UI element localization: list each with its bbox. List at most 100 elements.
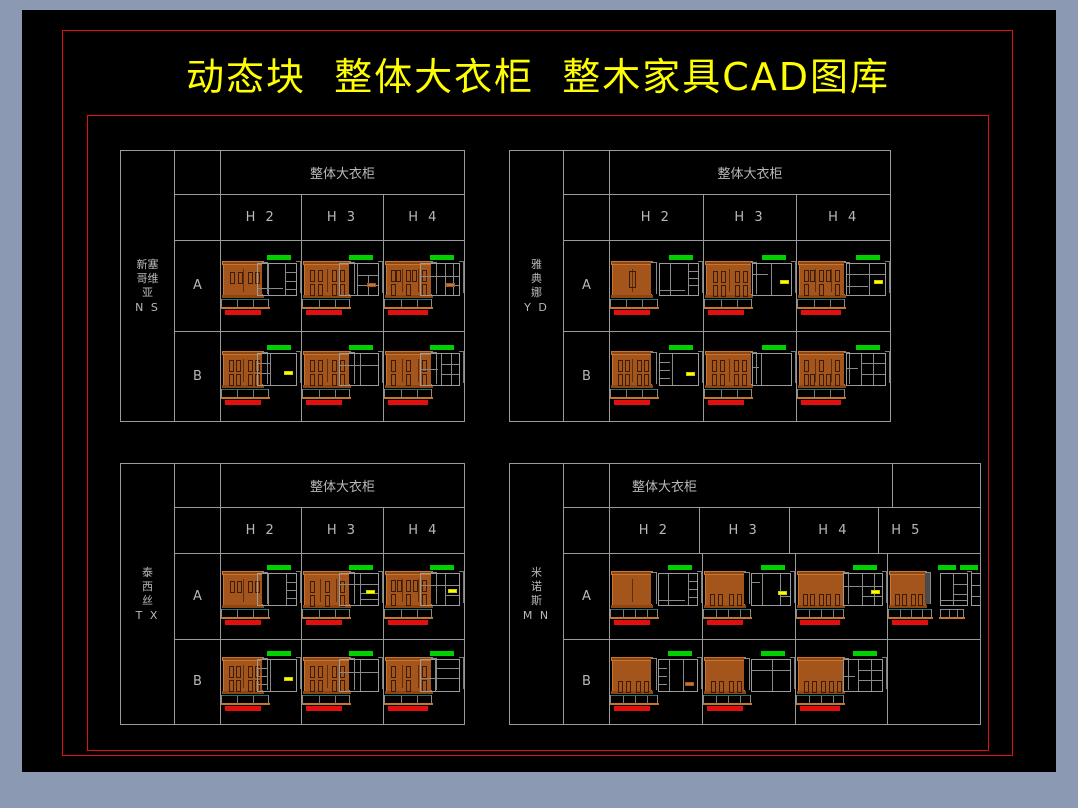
brand-code: M N <box>522 608 551 622</box>
brand-line: 娜 <box>531 285 542 299</box>
table-row-a-tx <box>221 554 464 640</box>
row-label-column-mn: A B <box>564 464 610 724</box>
wardrobe-cell-b-h3[interactable] <box>302 639 384 724</box>
span-header-row-tx: 整体大衣柜 <box>221 464 464 508</box>
plan-view <box>610 609 659 620</box>
red-dimension-tag <box>707 400 744 406</box>
plan-view <box>383 609 433 620</box>
wardrobe-cell-a-h2[interactable] <box>610 554 703 639</box>
wardrobe-cell-a-h2[interactable] <box>221 241 303 331</box>
interior-layout-view <box>752 260 797 296</box>
interior-layout-view <box>658 260 703 296</box>
table-mn: 米 诺 斯 M N A B 整体大衣柜 H 2 H 3 H 4 H 5 <box>509 463 981 725</box>
wardrobe-cell-a-h4[interactable] <box>383 241 464 331</box>
plan-view <box>795 694 845 705</box>
brand-line: 丝 <box>141 593 153 607</box>
green-tag <box>348 565 373 571</box>
green-tag <box>668 345 693 351</box>
wardrobe-cell-a-h2[interactable] <box>610 241 704 331</box>
table-row-b-ns <box>221 331 464 422</box>
grid-yd: 整体大衣柜 H 2 H 3 H 4 <box>610 151 891 422</box>
brand-cell-ns: 新塞 哥维 亚 N S <box>121 151 175 421</box>
column-header-h2: H 2 <box>610 508 700 553</box>
plan-view <box>610 389 659 400</box>
green-tag <box>429 254 454 260</box>
row-label-a: A <box>175 554 220 640</box>
grid-tx: 整体大衣柜 H 2 H 3 H 4 <box>221 464 464 724</box>
wardrobe-cell-b-h3[interactable] <box>702 639 796 724</box>
green-tag <box>853 650 878 656</box>
table-row-b-yd <box>610 331 891 422</box>
table-row-a-yd <box>610 241 891 332</box>
wardrobe-cell-a-h3[interactable] <box>702 554 796 639</box>
interior-layout-view <box>419 656 464 692</box>
wardrobe-cell-a-h3[interactable] <box>703 241 798 331</box>
wardrobe-cell-b-h4[interactable] <box>795 639 889 724</box>
green-tag <box>853 565 878 571</box>
interior-layout-view <box>419 351 464 387</box>
interior-layout-view <box>419 260 464 296</box>
brand-code: Y D <box>524 300 549 314</box>
green-tag <box>762 254 787 260</box>
green-tag <box>856 254 881 260</box>
column-header-row-mn: H 2 H 3 H 4 H 5 <box>610 508 980 554</box>
interior-layout-view <box>750 656 795 692</box>
wardrobe-cell-b-h3[interactable] <box>703 331 798 421</box>
interior-layout-view <box>752 351 797 387</box>
interior-layout-view <box>846 351 891 387</box>
plan-view <box>702 694 752 705</box>
green-tag <box>762 345 787 351</box>
outer-border-frame <box>62 30 1013 756</box>
elevation-view <box>303 656 356 694</box>
red-dimension-tag <box>706 620 743 626</box>
row-label-column-ns: A B <box>175 151 221 421</box>
green-tag <box>348 345 373 351</box>
elevation-view <box>796 656 849 694</box>
column-header-row-yd: H 2 H 3 H 4 <box>610 195 890 241</box>
wardrobe-cell-a-h4[interactable] <box>795 554 889 639</box>
elevation-view <box>611 260 657 298</box>
red-dimension-tag <box>707 309 744 315</box>
brand-line: 诺 <box>531 579 542 593</box>
cad-drawing-sheet: 动态块 整体大衣柜 整木家具CAD图库 新塞 哥维 亚 N S A B 整体大衣… <box>22 10 1056 772</box>
plan-view <box>221 389 270 400</box>
plan-view <box>797 389 847 400</box>
span-header-label: 整体大衣柜 <box>309 480 375 495</box>
wardrobe-cell-b-h2[interactable] <box>221 331 303 421</box>
table-row-a-ns <box>221 241 464 332</box>
row-label-b: B <box>193 674 202 690</box>
wardrobe-cell-b-h4[interactable] <box>383 332 464 422</box>
span-header-label: 整体大衣柜 <box>632 480 698 495</box>
wardrobe-cell-b-h4[interactable] <box>797 332 891 422</box>
wardrobe-cell-b-h2[interactable] <box>610 331 704 421</box>
column-header-h3: H 3 <box>302 195 384 240</box>
green-tag <box>960 565 978 571</box>
column-header-h5: H 5 <box>891 523 923 538</box>
row-label-b: B <box>582 368 591 384</box>
interior-layout-view <box>338 656 383 692</box>
wardrobe-cell-b-h2[interactable] <box>221 639 303 724</box>
wardrobe-cell-a-h2[interactable] <box>221 554 303 639</box>
plan-view <box>610 298 659 309</box>
red-dimension-tag <box>892 620 929 626</box>
wardrobe-cell-a-h3[interactable] <box>302 241 384 331</box>
elevation-view <box>222 351 268 389</box>
wardrobe-cell-b-h2[interactable] <box>610 639 703 724</box>
green-tag <box>760 650 785 656</box>
interior-layout-view <box>658 351 703 387</box>
wardrobe-cell-a-h4[interactable] <box>797 241 891 331</box>
wardrobe-cell-a-h5[interactable] <box>888 554 980 639</box>
elevation-view <box>384 656 437 694</box>
wardrobe-cell-b-h4[interactable] <box>383 640 464 725</box>
wardrobe-cell-b-h3[interactable] <box>302 331 384 421</box>
plan-view <box>383 694 433 705</box>
green-tag <box>348 254 373 260</box>
wardrobe-cell-a-h3[interactable] <box>302 554 384 639</box>
grid-ns: 整体大衣柜 H 2 H 3 H 4 <box>221 151 464 421</box>
green-tag <box>429 565 454 571</box>
wardrobe-cell-a-h4[interactable] <box>383 554 464 639</box>
red-dimension-tag <box>225 620 261 626</box>
wardrobe-cell-b-h5-empty <box>888 640 980 725</box>
green-tag <box>760 565 785 571</box>
red-dimension-tag <box>225 705 261 711</box>
